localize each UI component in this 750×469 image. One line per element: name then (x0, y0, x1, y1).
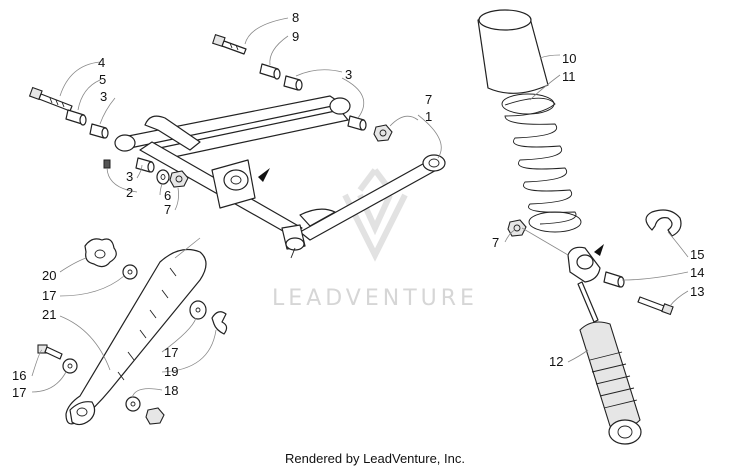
callout-12: 12 (549, 354, 563, 369)
callout-6: 6 (164, 188, 171, 203)
callout-17: 17 (12, 385, 26, 400)
watermark-text: LEADVENTURE (272, 286, 478, 311)
bolt-13 (637, 296, 674, 316)
spacer-3-right (347, 115, 367, 131)
callout-13: 13 (690, 284, 704, 299)
callout-19: 19 (164, 364, 178, 379)
bushing-5 (65, 109, 87, 126)
callout-15: 15 (690, 247, 704, 262)
footer-credit: Rendered by LeadVenture, Inc. (285, 451, 465, 466)
callout-17: 17 (164, 345, 178, 360)
callout-9: 9 (292, 29, 299, 44)
shock-body-12 (577, 281, 642, 445)
callout-7: 7 (492, 235, 499, 250)
callout-3: 3 (126, 169, 133, 184)
bushing-9 (259, 63, 281, 80)
callout-16: 16 (12, 368, 26, 383)
callout-20: 20 (42, 268, 56, 283)
a-arm (114, 95, 446, 259)
spacer-3-front (135, 157, 155, 173)
callout-3: 3 (345, 67, 352, 82)
callout-18: 18 (164, 383, 178, 398)
washer-17-left (62, 358, 78, 374)
washer-17-lower (125, 396, 141, 412)
nut-18 (145, 407, 165, 425)
washer-17-right (189, 300, 207, 320)
washer-17-upper (122, 264, 138, 280)
retainer-clip-15 (645, 209, 682, 237)
spacer-3-top (283, 75, 303, 91)
wing-nut-19 (211, 311, 228, 335)
callout-7: 7 (425, 92, 432, 107)
grease-fitting-2 (103, 159, 111, 169)
spring-11 (501, 93, 582, 233)
callout-17: 17 (42, 288, 56, 303)
callout-5: 5 (99, 72, 106, 87)
bolt-16 (37, 344, 63, 360)
bolt-4 (28, 86, 73, 112)
washer-6 (156, 169, 170, 185)
strap-21 (65, 249, 207, 426)
callout-2: 2 (126, 185, 133, 200)
leader-lines (31, 17, 689, 399)
callout-14: 14 (690, 265, 704, 280)
spacer-3-left (89, 123, 109, 139)
callout-1: 1 (425, 109, 432, 124)
callout-3: 3 (100, 89, 107, 104)
callout-11: 11 (562, 69, 576, 84)
callout-7: 7 (164, 202, 171, 217)
bolt-8 (212, 33, 247, 55)
knob-20 (84, 238, 117, 268)
callout-4: 4 (98, 55, 105, 70)
bushing-14 (603, 271, 625, 288)
callout-10: 10 (562, 51, 576, 66)
callout-8: 8 (292, 10, 299, 25)
callout-21: 21 (42, 307, 56, 322)
nut-7-arm (169, 170, 189, 188)
callout-labels: 1 2 3 3 3 4 5 6 7 7 7 8 9 10 11 12 13 14… (12, 10, 704, 400)
shock-upper-eye (567, 244, 604, 283)
bump-stop-10 (477, 9, 549, 94)
nut-7-upper (373, 124, 393, 142)
